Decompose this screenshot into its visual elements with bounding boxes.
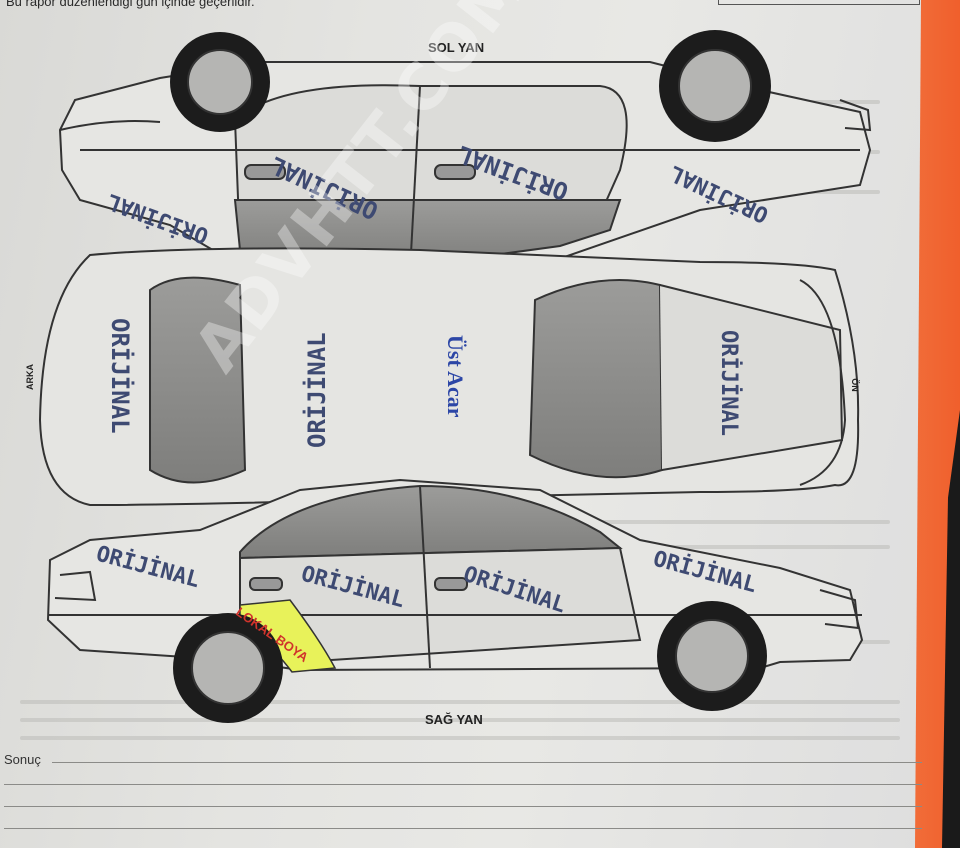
label-rear: ARKA (25, 364, 35, 390)
label-right-side: SAĞ YAN (425, 712, 483, 727)
label-left-side: SOL YAN (428, 40, 485, 55)
validity-note: Bu rapor düzenlendiği gün içinde geçerli… (6, 0, 255, 9)
label-front: ÖN (849, 378, 860, 392)
roof-note: Üst Acar (443, 335, 468, 418)
stamp-roof: ORİJİNAL (302, 332, 331, 448)
right-wheels (173, 601, 767, 723)
result-label: Sonuç (4, 752, 41, 767)
top-view (38, 247, 860, 507)
stamp-trunk: ORİJİNAL (106, 318, 135, 434)
stamp-hood: ORİJİNAL (716, 330, 742, 436)
header-box (718, 0, 920, 5)
left-wheels (170, 30, 771, 142)
